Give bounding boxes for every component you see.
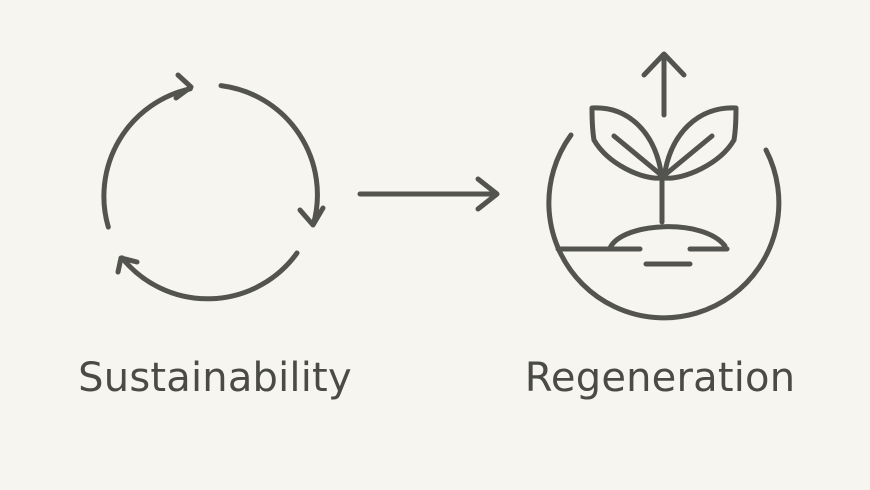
right-arrow-icon bbox=[357, 176, 500, 212]
plant-circle-outline bbox=[546, 132, 782, 321]
leaf-right-icon bbox=[661, 105, 739, 181]
regeneration-label: Regeneration bbox=[524, 355, 796, 401]
cycle-arc-bottom bbox=[119, 250, 300, 302]
leaf-left-vein bbox=[611, 133, 663, 177]
leaf-right-vein bbox=[663, 133, 715, 177]
arrow-head bbox=[475, 176, 500, 212]
cycle-arc-right bbox=[218, 83, 320, 227]
sustainability-label: Sustainability bbox=[78, 355, 352, 401]
soil-mound bbox=[607, 224, 728, 251]
growth-arrow-head bbox=[641, 51, 687, 78]
cycle-arc-top-left bbox=[101, 86, 193, 230]
cycle-arrowhead-top bbox=[173, 72, 194, 101]
leaf-left-icon bbox=[589, 105, 665, 181]
cycle-arrowhead-bottom bbox=[115, 255, 140, 275]
cycle-arrowhead-right bbox=[297, 205, 326, 228]
cycle-arrows-icon bbox=[101, 72, 326, 302]
sprouting-plant-icon bbox=[546, 51, 782, 321]
